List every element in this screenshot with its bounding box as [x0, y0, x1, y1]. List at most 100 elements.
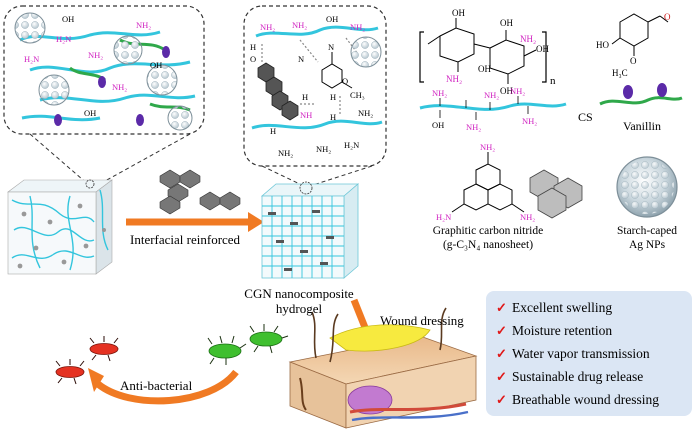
feature-label: Excellent swelling	[512, 300, 613, 315]
label-cgn-line1: CGN nanocomposite	[244, 286, 354, 301]
feature-label: Sustainable drug release	[512, 369, 644, 384]
chem-oh: OH	[536, 44, 549, 54]
chem-h2n: H₂N	[344, 140, 359, 150]
chem-nh: NH	[300, 110, 312, 120]
feature-label: Water vapor transmission	[512, 346, 650, 361]
feature-label: Moisture retention	[512, 323, 613, 338]
label-cgn-line2: hydrogel	[275, 301, 323, 316]
bacteria-healthy	[207, 324, 289, 365]
chem-nh2: NH₂	[522, 116, 537, 126]
chem-nh2: NH₂	[136, 20, 151, 30]
chem-nh2: NH₂	[520, 212, 535, 222]
features-panel	[486, 291, 692, 416]
cs-chain-schematic	[419, 96, 567, 120]
middle-zoom-labels: NH₂ NH₂ OH NH₂ H O N N O CH₃ H H NH H H …	[250, 14, 373, 158]
label-ag-line1: Starch-caped	[616, 225, 678, 237]
checkmark-icon: ✓	[496, 323, 507, 338]
feature-item: ✓ Moisture retention	[496, 319, 659, 342]
label-anti-bacterial: Anti-bacterial	[120, 378, 193, 393]
chem-nh2: NH₂	[466, 122, 481, 132]
gcn-structure-labels: NH₂ H₂N NH₂	[436, 142, 535, 222]
chem-h: H	[302, 92, 308, 102]
chem-h: H	[330, 92, 336, 102]
feature-item: ✓ Sustainable drug release	[496, 365, 659, 388]
gcn-structure	[451, 152, 525, 213]
chem-oh: OH	[62, 14, 74, 24]
antibacterial-arrowhead	[88, 368, 104, 392]
cs-structure	[419, 18, 547, 84]
checkmark-icon: ✓	[496, 300, 507, 315]
chem-nh2: NH₂	[278, 148, 293, 158]
skin-illustration	[288, 307, 478, 429]
antibacterial-arrow	[95, 369, 239, 405]
chem-oh: OH	[432, 120, 444, 130]
vanillin-structure	[611, 13, 669, 56]
chem-o: O	[250, 54, 256, 64]
label-interfacial-reinforced: Interfacial reinforced	[130, 232, 241, 247]
chem-nh2: NH₂	[484, 90, 499, 100]
chem-oh: OH	[500, 18, 513, 28]
label-gcn-line1: Graphitic carbon nitride	[432, 225, 544, 237]
left-zoom-labels: OH H₂N H₂N NH₂ NH₂ OH OH NH₂	[24, 14, 162, 118]
label-ag-line2: Ag NPs	[628, 239, 666, 251]
feature-item: ✓ Excellent swelling	[496, 296, 659, 319]
chem-h: H	[250, 42, 256, 52]
gcn-nanosheet-icon	[529, 169, 583, 219]
vanillin-schematic	[599, 83, 683, 106]
chem-ch3: CH₃	[350, 90, 365, 100]
wound-arrow	[350, 298, 370, 332]
label-vanillin: Vanillin	[623, 119, 661, 133]
chem-nh2: NH₂	[520, 34, 536, 44]
feature-item: ✓ Breathable wound dressing	[496, 388, 659, 411]
label-gcn-line2: (g-C₃N₄ nanosheet)	[442, 239, 534, 251]
label-ag-nps: Starch-caped Ag NPs	[604, 224, 690, 252]
checkmark-icon: ✓	[496, 369, 507, 384]
ag-np-sphere	[616, 156, 678, 218]
cs-repeat-n: n	[550, 75, 556, 87]
cs-chain-labels: NH₂ NH₂ NH₂ OH NH₂ NH₂	[432, 86, 537, 132]
chem-n: N	[298, 54, 304, 64]
label-cgn-hydrogel: CGN nanocomposite hydrogel	[240, 286, 358, 316]
label-wound-dressing: Wound dressing	[380, 313, 464, 328]
chem-nh2: NH₂	[446, 74, 462, 84]
chem-oh: OH	[500, 86, 513, 96]
chem-oh: OH	[84, 108, 96, 118]
chem-nh2: NH₂	[480, 142, 495, 152]
chem-nh2: NH₂	[510, 86, 525, 96]
chem-ho: HO	[596, 40, 609, 50]
chem-h2n: H₂N	[436, 212, 451, 222]
bacteria-killed	[55, 336, 119, 385]
gcn-sheets-mid	[159, 169, 241, 215]
chem-nh2: NH₂	[112, 82, 127, 92]
chem-nh2: NH₂	[292, 20, 307, 30]
chem-nh2: NH₂	[316, 144, 331, 154]
chem-oh: OH	[452, 8, 465, 18]
chem-oh: OH	[150, 60, 162, 70]
label-gcn: Graphitic carbon nitride (g-C₃N₄ nanoshe…	[428, 224, 548, 252]
chem-h: H	[330, 112, 336, 122]
chem-nh2: NH₂	[260, 22, 275, 32]
label-cs: CS	[578, 110, 593, 124]
interfacial-arrowhead	[248, 212, 264, 232]
chem-oh: OH	[326, 14, 338, 24]
chem-o: O	[342, 76, 348, 86]
checkmark-icon: ✓	[496, 392, 507, 407]
feature-label: Breathable wound dressing	[512, 392, 659, 407]
left-zoom-panel	[3, 5, 205, 135]
chem-nh2: NH₂	[350, 22, 365, 32]
features-list: ✓Excellent swelling ✓Moisture retention …	[496, 296, 659, 411]
chem-oh: OH	[478, 64, 491, 74]
chem-nh2: NH₂	[88, 50, 103, 60]
chem-nh2: NH₂	[432, 88, 447, 98]
chem-nh2: NH₂	[358, 108, 373, 118]
chem-n: N	[328, 42, 334, 52]
vanillin-labels: HO O H₃C	[596, 40, 637, 78]
chem-h2n: H₂N	[24, 54, 39, 64]
middle-zoom-panel	[243, 5, 387, 167]
feature-item: ✓Water vapor transmission	[496, 342, 659, 365]
cs-structure-labels: OH OH NH₂ OH NH₂ OH OH	[446, 8, 549, 96]
chem-h: H	[270, 126, 276, 136]
chem-h2n: H₂N	[56, 34, 71, 44]
chem-h3c: H₃C	[612, 68, 628, 78]
